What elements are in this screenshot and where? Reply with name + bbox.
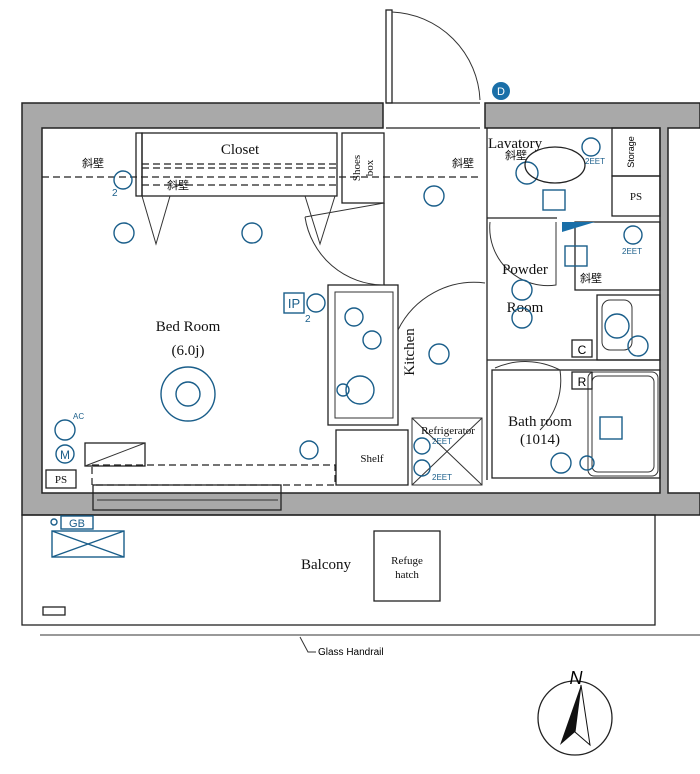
slanted-wall-label: 斜壁: [452, 156, 474, 170]
slanted-wall-label: 斜壁: [505, 148, 527, 162]
lavatory-label: Lavatory: [488, 136, 543, 152]
svg-text:2: 2: [305, 314, 311, 325]
refrigerator-label: Refrigerator: [421, 425, 475, 437]
meter-label: M: [60, 448, 70, 462]
balcony: GB Balcony: [21, 514, 700, 636]
north-compass: N: [537, 668, 613, 756]
r-label: R: [578, 375, 587, 389]
ac-label: AC: [73, 412, 84, 421]
svg-text:D: D: [497, 86, 505, 98]
gb-label: GB: [69, 518, 85, 530]
slanted-wall-label: 斜壁: [167, 178, 189, 192]
bathroom-size: (1014): [520, 432, 560, 448]
powder-room-label: Powder: [502, 262, 548, 278]
refuge-hatch: Refuge hatch: [373, 530, 441, 602]
shoes-box-label: Shoes box: [351, 155, 376, 181]
svg-text:2EET: 2EET: [622, 247, 642, 256]
bedroom-label: Bed Room: [156, 319, 221, 335]
glass-handrail-label: Glass Handrail: [318, 647, 384, 658]
door-marker: D: [492, 82, 510, 100]
svg-text:Refuge: Refuge: [391, 555, 423, 567]
svg-text:2EET: 2EET: [432, 437, 452, 446]
electrical-fixtures: 2 IP 2 AC M 2EET 2EET 2EET 2EET: [54, 137, 649, 482]
ps-label: PS: [55, 474, 67, 486]
svg-text:box: box: [364, 159, 376, 176]
balcony-label: Balcony: [301, 557, 351, 573]
shelf-label: Shelf: [360, 453, 384, 465]
kitchen-label: Kitchen: [402, 328, 418, 376]
svg-text:2: 2: [112, 188, 118, 199]
exterior-walls: [21, 102, 700, 516]
svg-text:2EET: 2EET: [585, 157, 605, 166]
bathroom-label: Bath room: [508, 414, 572, 430]
ip-label: IP: [288, 296, 300, 311]
c-label: C: [578, 343, 587, 357]
entrance-door[interactable]: [385, 9, 481, 129]
storage-label: Storage: [626, 136, 636, 168]
ps-label: PS: [630, 191, 642, 203]
bedroom-size: (6.0j): [172, 343, 205, 359]
svg-text:hatch: hatch: [395, 569, 419, 581]
svg-text:Shoes: Shoes: [351, 155, 363, 181]
slanted-wall-label: 斜壁: [82, 156, 104, 170]
closet-label: Closet: [221, 142, 260, 158]
svg-text:2EET: 2EET: [432, 473, 452, 482]
slanted-wall-label: 斜壁: [580, 271, 602, 285]
door-swings: [141, 195, 562, 431]
interior-walls: [42, 127, 661, 511]
north-label: N: [570, 668, 584, 688]
